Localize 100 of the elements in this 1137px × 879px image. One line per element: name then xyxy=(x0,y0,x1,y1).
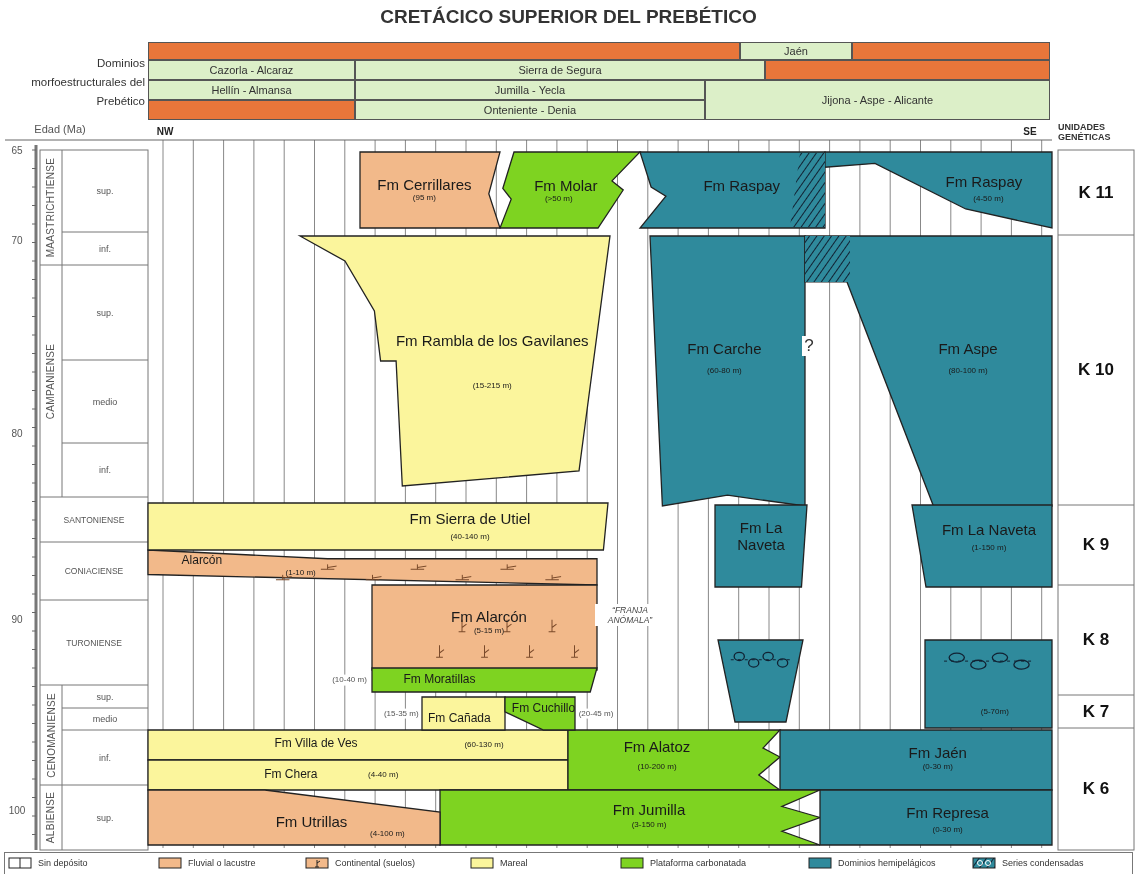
substage-name: sup. xyxy=(96,307,114,318)
domain-name: Cazorla - Alcaraz xyxy=(209,64,294,76)
legend-label: Fluvial o lacustre xyxy=(188,857,256,870)
formation-shape xyxy=(825,152,1052,228)
legend-label: Dominios hemipelágicos xyxy=(838,857,936,870)
formation-name: Fm Sierra de Utiel xyxy=(409,510,531,528)
formation-shape xyxy=(500,152,640,228)
question-mark: ? xyxy=(802,336,816,356)
domain-band xyxy=(852,42,1050,60)
genetic-unit: K 8 xyxy=(1082,630,1110,650)
formation-name: Fm Aspe xyxy=(938,341,998,358)
formation-shape xyxy=(820,790,1052,845)
formation-name: Fm Moratillas xyxy=(403,673,476,687)
formation-shape xyxy=(912,505,1052,587)
formation-shape xyxy=(148,503,608,550)
thickness-label: (60-80 m) xyxy=(707,366,742,376)
thickness-label: (5-15 m) xyxy=(473,626,505,636)
substage-name: sup. xyxy=(96,812,114,823)
formation-shape xyxy=(440,790,820,845)
thickness-label: (0-30 m) xyxy=(922,762,953,772)
substage-name: inf. xyxy=(99,243,111,254)
formation-name: Fm Utrillas xyxy=(275,813,348,831)
formation-name: Fm Jaén xyxy=(908,744,967,762)
direction-label: NW xyxy=(156,125,174,137)
substage-name: medio xyxy=(92,396,118,407)
legend-label: Sin depósito xyxy=(38,857,88,870)
formation-shape xyxy=(300,236,610,486)
legend-label: Series condensadas xyxy=(1002,857,1084,870)
direction-label: SE xyxy=(1023,125,1037,137)
formation-name: Fm Jumilla xyxy=(612,801,686,819)
formation-shape xyxy=(718,640,803,722)
stage-name: TURONIENSE xyxy=(66,637,122,648)
formation-name: Fm Cerrillares xyxy=(377,176,472,193)
stage-name: SANTONIENSE xyxy=(63,514,125,525)
domain-band xyxy=(355,60,765,80)
stage-name: CAMPANIENSE xyxy=(45,343,57,419)
formation-name: Fm Chera xyxy=(264,768,318,782)
domain-name: Sierra de Segura xyxy=(518,64,602,76)
formation-name: Fm Alatoz xyxy=(623,738,691,756)
formation-name: Fm Cañada xyxy=(428,712,491,727)
domain-band xyxy=(148,100,355,120)
thickness-label: (60-130 m) xyxy=(464,740,504,750)
thickness-label: (3-150 m) xyxy=(631,820,667,830)
formation-name: Fm La Naveta xyxy=(736,519,786,553)
legend-label: Plataforma carbonatada xyxy=(650,857,747,870)
legend-label: Mareal xyxy=(500,857,528,870)
thickness-label: (20-45 m) xyxy=(576,708,616,719)
domain-name: Jijona - Aspe - Alicante xyxy=(821,94,934,106)
tick-label: 90 xyxy=(11,613,23,625)
formation-name: Alarcón xyxy=(181,553,223,568)
formation-name: Fm Molar xyxy=(534,177,598,195)
domain-name: Jaén xyxy=(784,45,808,57)
formation-shape xyxy=(780,730,1052,790)
axis-title: Edad (Ma) xyxy=(34,123,86,135)
column-heading: UNIDADES GENÉTICAS xyxy=(1058,122,1112,142)
thickness-label: (15-35 m) xyxy=(381,708,421,719)
formation-name: Fm Represa xyxy=(906,804,989,822)
formation-name: Fm Raspay xyxy=(945,174,1023,191)
formation-shape xyxy=(148,790,440,845)
thickness-label: (5-70m) xyxy=(980,707,1009,717)
substage-name: medio xyxy=(92,714,118,724)
substage-name: inf. xyxy=(99,752,111,763)
formation-shape xyxy=(148,730,568,760)
domain-band xyxy=(148,60,355,80)
genetic-unit: K 9 xyxy=(1082,535,1110,555)
thickness-label: (40-140 m) xyxy=(450,532,490,542)
formation-name: Fm Alarcón xyxy=(451,609,527,626)
domain-band xyxy=(355,80,705,100)
tick-label: 65 xyxy=(11,144,23,156)
formation-shape xyxy=(715,505,807,587)
thickness-label: (10-200 m) xyxy=(637,762,677,772)
formation-shape xyxy=(148,550,597,585)
thickness-label: (80-100 m) xyxy=(948,366,988,376)
tick-label: 80 xyxy=(11,427,23,439)
genetic-unit: K 10 xyxy=(1078,360,1114,380)
genetic-unit: K 11 xyxy=(1078,182,1114,203)
formation-name: Fm Villa de Ves xyxy=(274,736,358,751)
title: CRETÁCICO SUPERIOR DEL PREBÉTICO xyxy=(379,6,758,28)
thickness-label: (4-100 m) xyxy=(370,829,405,839)
stage-name: CENOMANIENSE xyxy=(45,692,57,778)
thickness-label: (1-150 m) xyxy=(971,543,1007,552)
domain-name: Jumilla - Yecla xyxy=(494,84,566,96)
formation-shape xyxy=(925,640,1052,728)
genetic-unit: K 7 xyxy=(1082,701,1110,722)
stage-name: ALBIENSE xyxy=(45,791,57,844)
domain-heading: Dominios morfoestructurales del Prebético xyxy=(30,55,145,109)
thickness-label: (15-215 m) xyxy=(472,381,512,391)
thickness-label: (10-40 m) xyxy=(330,674,369,686)
stage-name: CONIACIENSE xyxy=(64,566,124,576)
domain-band xyxy=(148,42,740,60)
formation-name: Fm Carche xyxy=(687,341,762,358)
domain-band xyxy=(148,80,355,100)
thickness-label: (1-10 m) xyxy=(285,568,316,578)
formation-name: Fm La Naveta xyxy=(941,521,1037,538)
thickness-label: (>50 m) xyxy=(544,194,573,204)
thickness-label: (95 m) xyxy=(412,193,436,202)
stage-name: MAASTRICHTIENSE xyxy=(45,157,57,258)
genetic-unit: K 6 xyxy=(1082,779,1110,799)
domain-band xyxy=(765,60,1050,80)
thickness-label: (0-30 m) xyxy=(932,825,963,834)
